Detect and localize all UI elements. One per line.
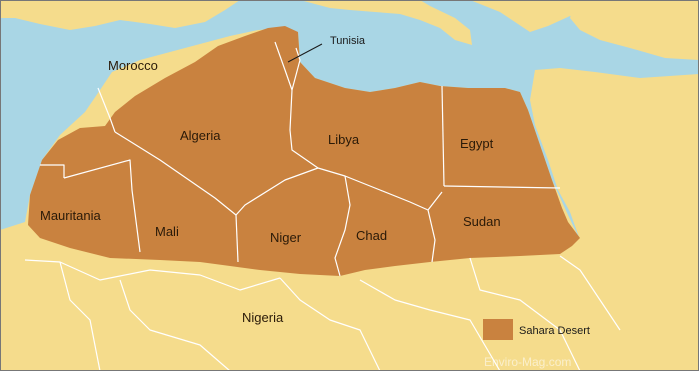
label-tunisia: Tunisia	[330, 35, 366, 47]
border-africa-south-7	[559, 255, 621, 331]
label-morocco: Morocco	[108, 58, 158, 73]
label-egypt: Egypt	[460, 136, 494, 151]
label-mali: Mali	[155, 224, 179, 239]
label-algeria: Algeria	[180, 128, 221, 143]
border-egypt-sudan	[443, 185, 561, 189]
border-algeria-libya	[289, 47, 319, 169]
border-libya-egypt	[441, 85, 445, 187]
label-sudan: Sudan	[463, 214, 501, 229]
border-tunisia	[274, 41, 293, 91]
tunisia-leader-line	[287, 43, 323, 63]
border-africa-south-5	[359, 279, 501, 371]
border-africa-south-6	[469, 257, 581, 371]
label-nigeria: Nigeria	[242, 310, 284, 325]
arabia-land	[530, 68, 699, 300]
border-mauritania-north	[40, 164, 65, 178]
border-africa-south-4	[279, 277, 381, 371]
border-africa-south-3	[59, 261, 101, 371]
italy-land	[300, 0, 472, 45]
border-libya-chad	[317, 167, 443, 211]
border-algeria-niger	[235, 167, 319, 216]
label-chad: Chad	[356, 228, 387, 243]
border-africa-south-2	[119, 279, 231, 371]
border-mali-niger	[235, 214, 239, 263]
legend: Sahara Desert	[483, 319, 590, 340]
border-morocco-algeria	[97, 87, 116, 133]
turkey-land	[570, 0, 699, 60]
watermark: Enviro-Mag.com	[484, 355, 571, 369]
legend-label-sahara: Sahara Desert	[519, 325, 590, 337]
border-niger-chad	[334, 175, 351, 277]
europe-land	[0, 0, 240, 30]
label-niger: Niger	[270, 230, 302, 245]
border-chad-sudan	[427, 209, 436, 263]
border-algeria-mali	[114, 131, 237, 216]
legend-swatch-sahara	[483, 319, 513, 340]
label-mauritania: Mauritania	[40, 208, 101, 223]
label-libya: Libya	[328, 132, 360, 147]
border-mauritania-mali	[63, 159, 141, 253]
greece-land	[470, 0, 600, 32]
country-borders	[24, 41, 621, 371]
